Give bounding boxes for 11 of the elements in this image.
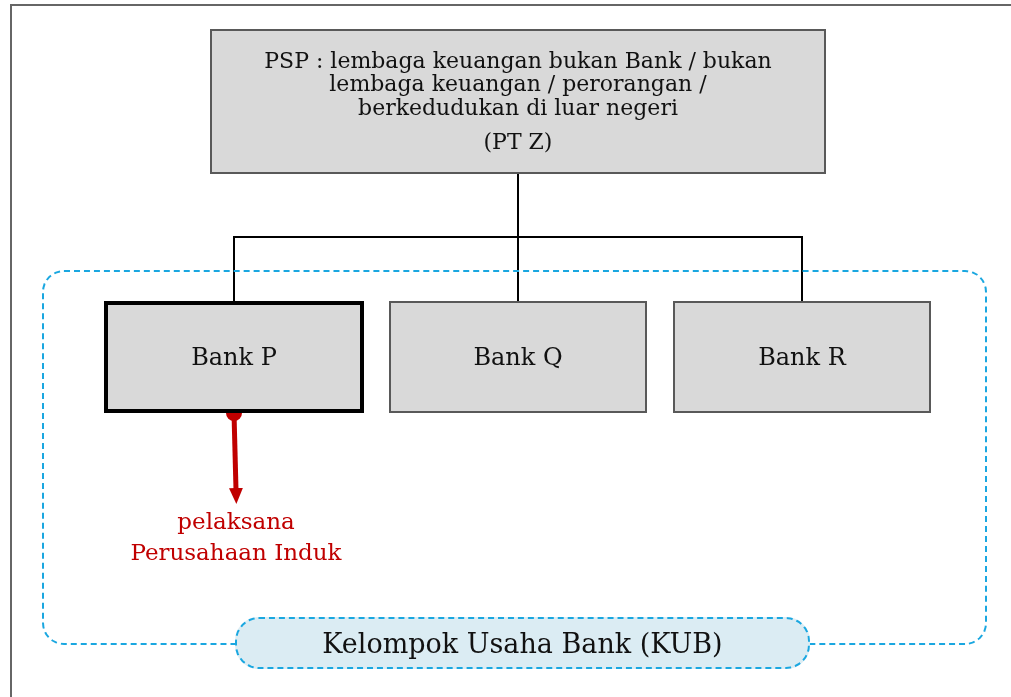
parent-bank-box bbox=[104, 301, 364, 413]
node-subtitle: (PT Z) bbox=[483, 128, 553, 154]
bank-box bbox=[673, 301, 931, 413]
node-title: PSP : lembaga keuangan bukan Bank / bukan lembaga keuangan / perorangan / berkedudukan di luar negeri bbox=[263, 49, 773, 119]
bank-label: Bank R bbox=[758, 343, 846, 371]
bank-label: Bank Q bbox=[473, 343, 563, 371]
bank-box bbox=[389, 301, 647, 413]
shareholder-box bbox=[210, 29, 826, 174]
annotation-text: pelaksana Perusahaan Induk bbox=[129, 506, 343, 567]
bank-label: Bank P bbox=[191, 343, 277, 371]
group-label: Kelompok Usaha Bank (KUB) bbox=[235, 617, 810, 669]
